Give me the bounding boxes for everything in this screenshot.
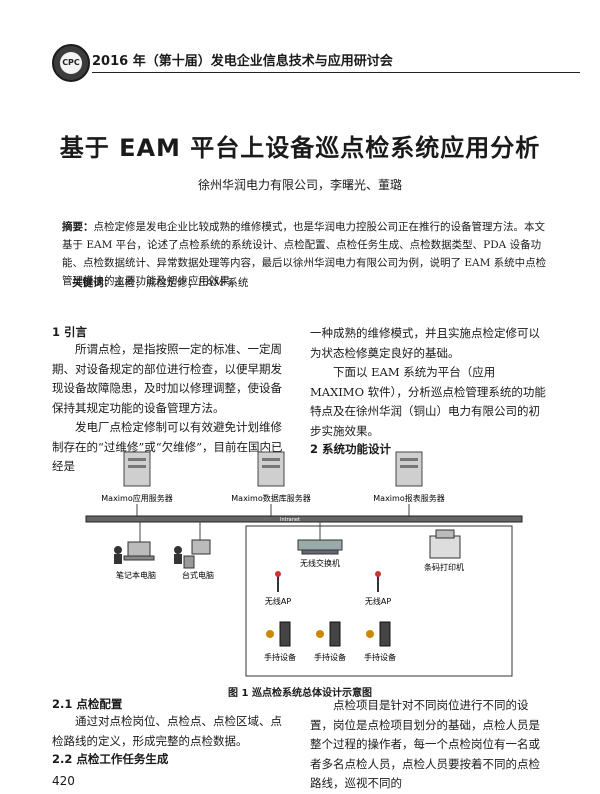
keywords: 关键词：巡检；点检定修；EAM 系统	[72, 275, 542, 290]
laptop-label: 笔记本电脑	[116, 570, 156, 580]
bottom-right-text: 点检项目是针对不同岗位进行不同的设置，岗位是点检项目划分的基础，点检人员是整个过…	[310, 698, 540, 790]
printer-label: 条码打印机	[424, 562, 464, 572]
cpc-logo: CPC	[52, 44, 90, 82]
handheld-3-label: 手持设备	[364, 652, 396, 662]
header-rule	[92, 72, 580, 73]
right-paragraph-1: 一种成熟的维修模式，并且实施点检定修可以为状态检修奠定良好的基础。	[310, 326, 540, 360]
right-paragraph-2: 下面以 EAM 系统为平台（应用 MAXIMO 软件），分析巡点检管理系统的功能…	[310, 365, 546, 438]
switch-label: 无线交换机	[300, 558, 340, 568]
conference-title: 2016 年（第十届）发电企业信息技术与应用研讨会	[92, 54, 393, 69]
figure-caption: 图 1 巡点检系统总体设计示意图	[228, 688, 372, 699]
section-2-2-heading: 2.2 点检工作任务生成	[52, 752, 169, 766]
bottom-right-column: 点检项目是针对不同岗位进行不同的设置，岗位是点检项目划分的基础，点检人员是整个过…	[310, 696, 550, 794]
desktop-label: 台式电脑	[182, 570, 214, 580]
keywords-label: 关键词：	[72, 277, 114, 289]
section-1-heading: 1 引言	[52, 325, 88, 339]
section-2-1-heading: 2.1 点检配置	[52, 697, 123, 711]
section-2-heading: 2 系统功能设计	[310, 442, 392, 456]
server-1	[123, 451, 151, 487]
intro-paragraph-1: 所谓点检，是指按照一定的标准、一定周期、对设备规定的部位进行检查，以便早期发现设…	[52, 342, 282, 415]
keywords-text: 巡检；点检定修；EAM 系统	[114, 277, 249, 289]
handheld-1-label: 手持设备	[264, 652, 296, 662]
paper-authors: 徐州华润电力有限公司，李曙光、董璐	[197, 178, 402, 192]
user-icon	[114, 546, 182, 564]
intranet-label: Intranet	[280, 517, 300, 523]
section-2-1-text: 通过对点检岗位、点检点、点检区域、点检路线的定义，形成完整的点检数据。	[52, 714, 282, 748]
abstract-text: 点检定修是发电企业比较成熟的维修模式，也是华润电力控股公司正在推行的设备管理方法…	[62, 221, 547, 287]
paper-title: 基于 EAM 平台上设备巡点检系统应用分析	[59, 134, 541, 162]
handheld-1-icon	[266, 621, 291, 647]
system-diagram: Maximo应用服务器 Maximo数据库服务器 Maximo报表服务器 Int…	[80, 446, 530, 680]
bottom-left-column: 2.1 点检配置 通过对点检岗位、点检点、点检区域、点检路线的定义，形成完整的点…	[52, 696, 292, 767]
abstract: 摘要：点检定修是发电企业比较成熟的维修模式，也是华润电力控股公司正在推行的设备管…	[62, 218, 548, 290]
server-3	[395, 451, 423, 487]
handheld-3-icon	[366, 621, 391, 647]
ap-left-label: 无线AP	[265, 596, 291, 606]
desktop-icon	[183, 539, 211, 569]
left-column: 1 引言 所谓点检，是指按照一定的标准、一定周期、对设备规定的部位进行检查，以便…	[52, 324, 292, 477]
wireless-ap-right-icon	[375, 571, 381, 592]
barcode-printer-icon	[429, 529, 461, 559]
right-column: 一种成熟的维修模式，并且实施点检定修可以为状态检修奠定良好的基础。 下面以 EA…	[310, 324, 550, 457]
logo-text: CPC	[60, 52, 82, 74]
wireless-ap-left-icon	[275, 571, 281, 592]
server-2-label: Maximo数据库服务器	[231, 493, 310, 503]
intro-paragraph-2: 发电厂点检定修制可以有效避免计划维修制存在的“过维修”或“欠维修”，目前在国内已…	[52, 420, 283, 473]
wireless-switch-icon	[297, 539, 343, 555]
server-1-label: Maximo应用服务器	[101, 493, 172, 503]
intranet-bus	[85, 515, 523, 523]
conference-header: CPC 2016 年（第十届）发电企业信息技术与应用研讨会	[52, 44, 582, 82]
abstract-label: 摘要：	[62, 221, 94, 233]
laptop-icon	[123, 541, 155, 561]
server-3-label: Maximo报表服务器	[373, 493, 444, 503]
wireless-area-frame	[245, 525, 513, 677]
server-2	[257, 451, 285, 487]
ap-right-label: 无线AP	[365, 596, 391, 606]
handheld-2-label: 手持设备	[314, 652, 346, 662]
handheld-2-icon	[316, 621, 341, 647]
page-number: 420	[52, 774, 75, 788]
